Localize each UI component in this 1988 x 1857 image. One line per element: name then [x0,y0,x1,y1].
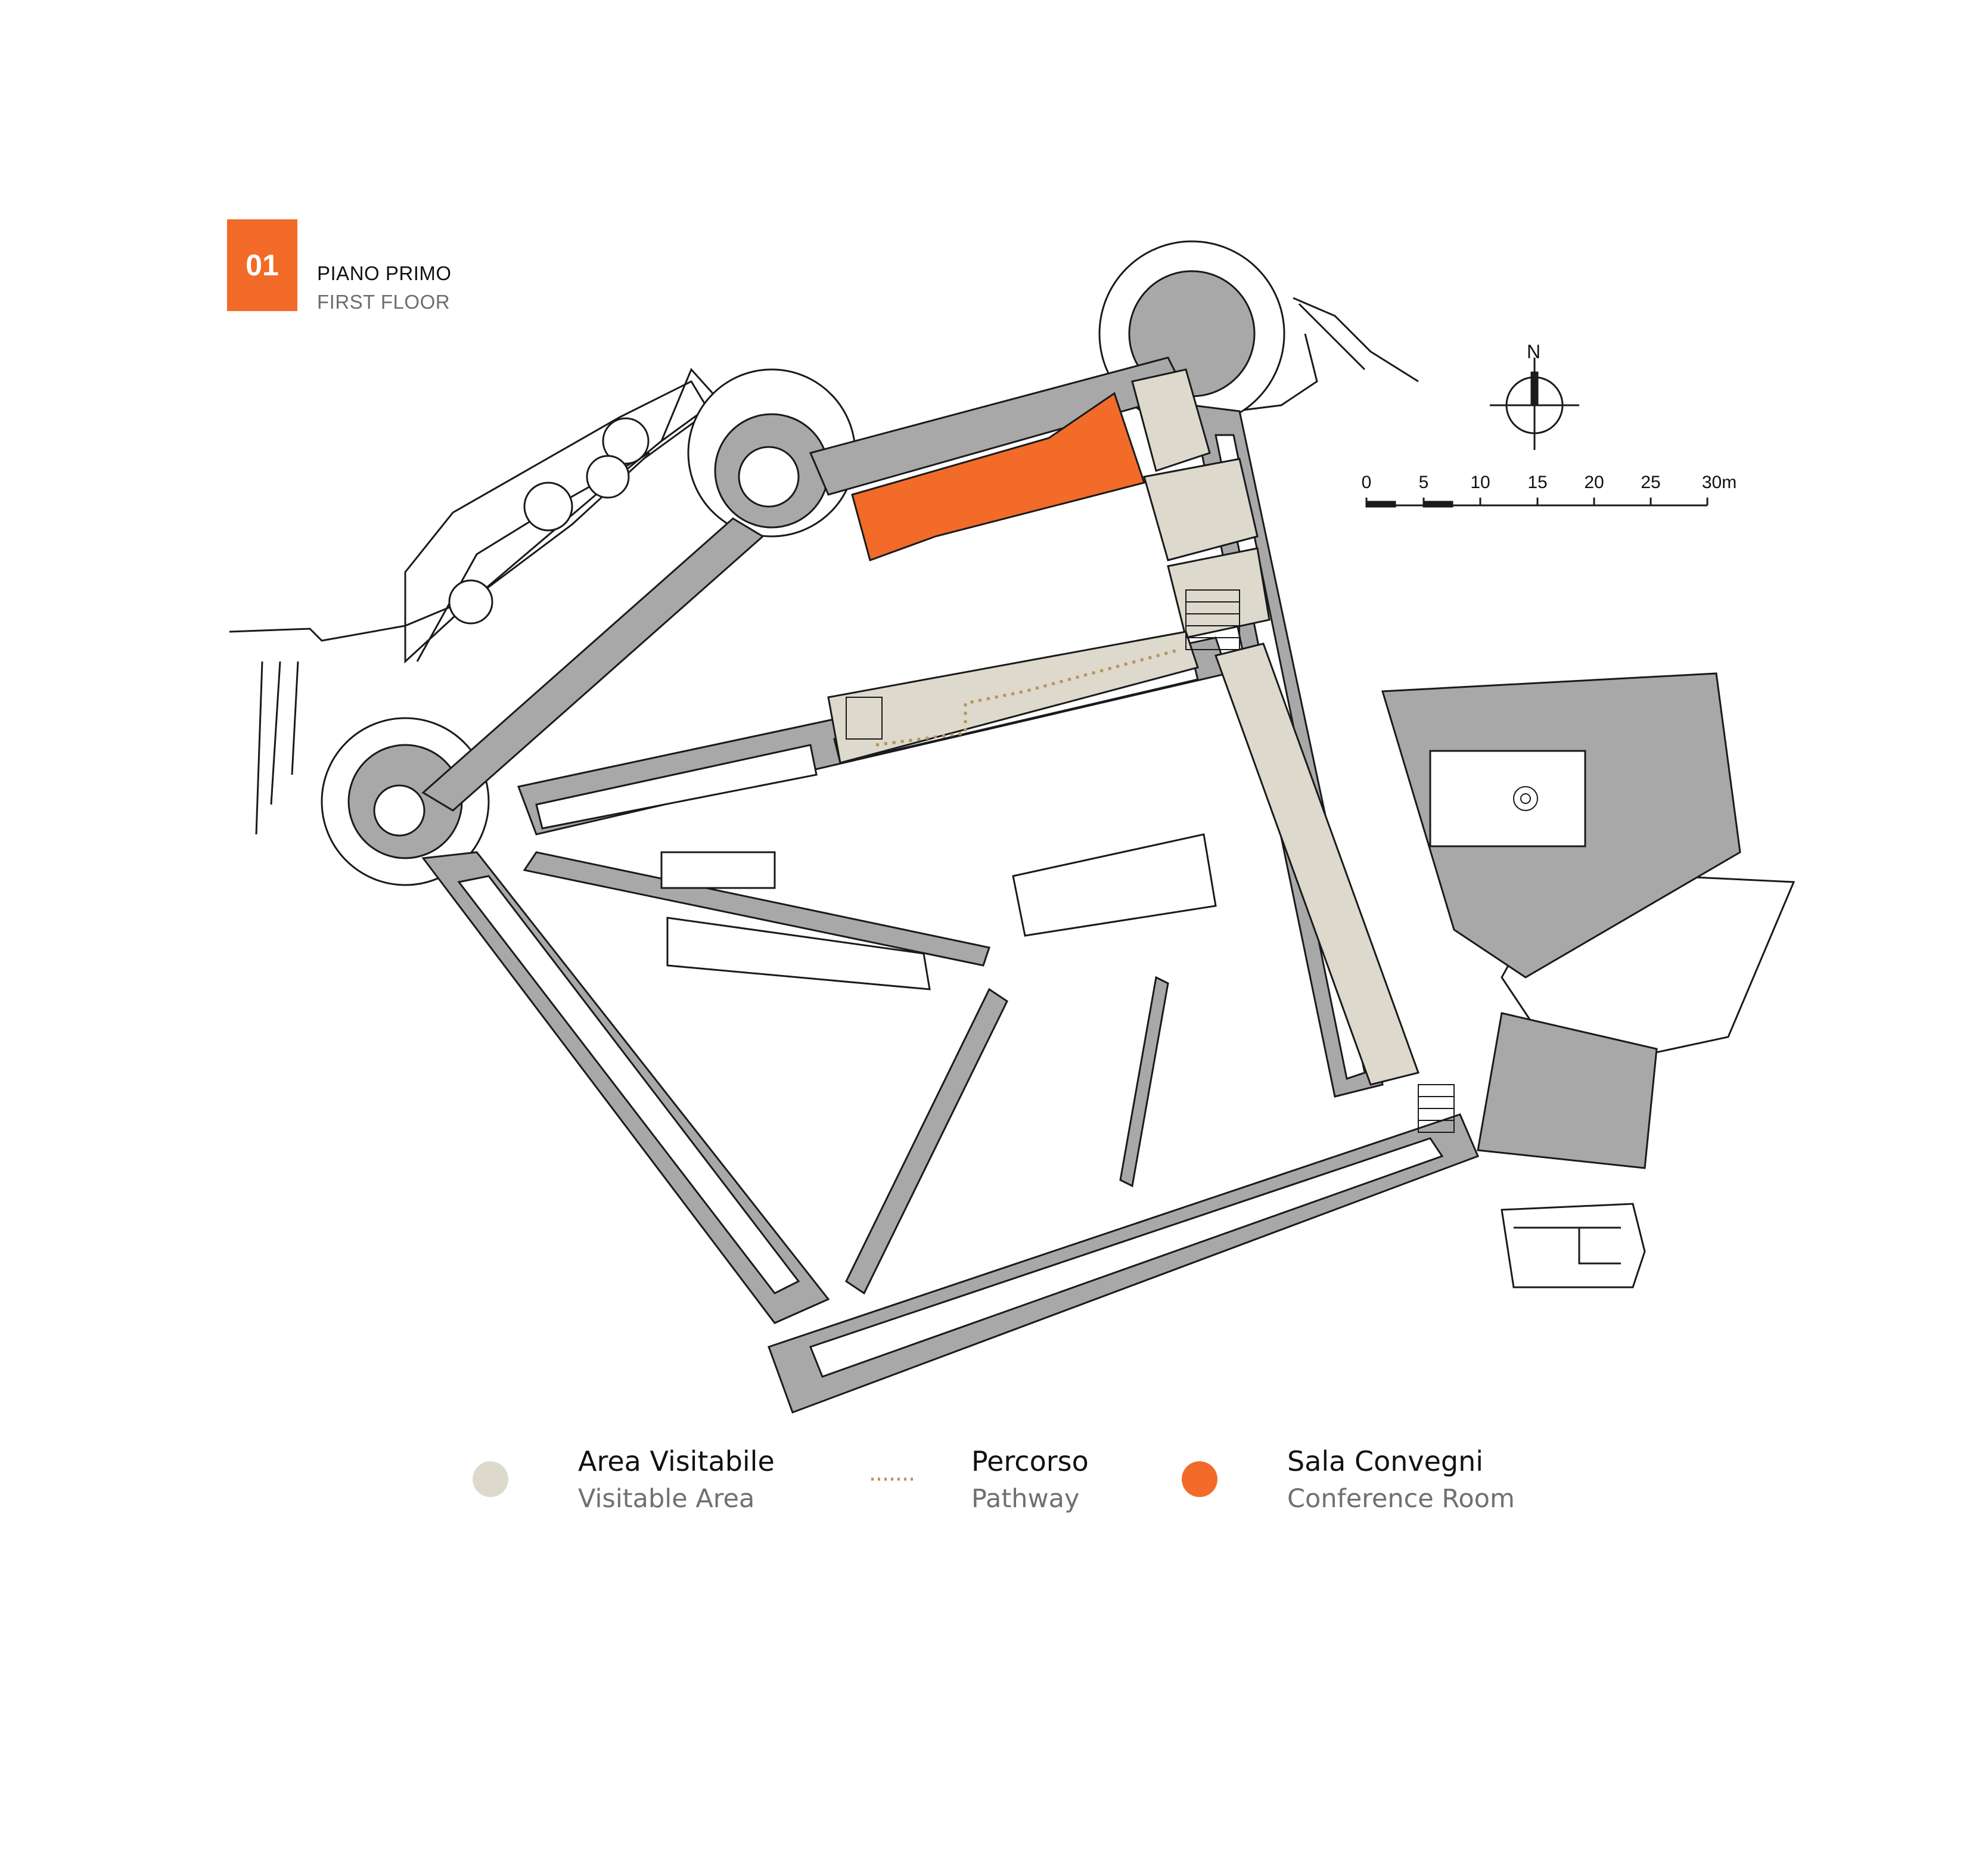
scale-tick-label: 30m [1701,473,1737,492]
scale-tick-label: 25 [1641,473,1661,492]
terrain-outline [229,297,1796,1288]
north-arrow-icon [1490,358,1579,450]
tree-icons [448,417,650,625]
bastions [321,240,1285,886]
stair-icons [846,589,1455,1133]
legend-visitable-swatch [473,1461,508,1497]
legend-visitable-subtitle: Visitable Area [578,1484,755,1514]
scale-tick-label: 0 [1361,473,1372,492]
legend-conference-swatch [1182,1461,1217,1497]
rooms [457,434,1586,1378]
scale-tick-label: 15 [1527,473,1548,492]
north-label: N [1527,341,1541,362]
legend-pathway-title: Percorso [971,1445,1089,1477]
legend-visitable-title: Area Visitabile [578,1445,775,1477]
visitable-area [827,368,1419,1086]
floor-subtitle: FIRST FLOOR [317,291,451,313]
scale-tick-label: 20 [1584,473,1604,492]
conference-room[interactable] [851,392,1145,561]
scale-tick-label: 10 [1470,473,1490,492]
floor-title: PIANO PRIMO [317,262,452,284]
legend-conference-title: Sala Convegni [1287,1445,1484,1477]
fountain-icon [1513,786,1538,811]
legend-conference-subtitle: Conference Room [1287,1484,1515,1514]
floor-badge: 01 [227,219,297,311]
pathway-route [875,648,1181,747]
legend-pathway-subtitle: Pathway [971,1484,1080,1514]
scale-bar [1365,498,1709,508]
scale-tick-label: 5 [1418,473,1429,492]
